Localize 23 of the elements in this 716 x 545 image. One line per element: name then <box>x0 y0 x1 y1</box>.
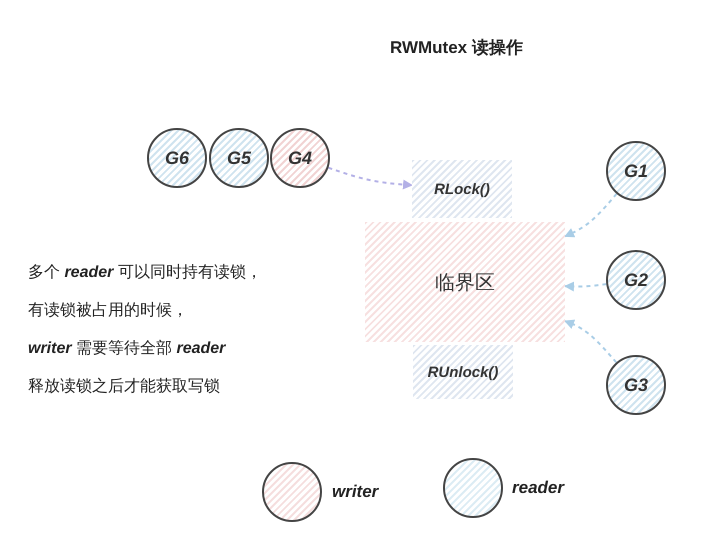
note-text: 有读锁被占用的时候， <box>28 300 188 321</box>
critical-section-box <box>365 222 565 342</box>
dashed-arrow <box>564 282 606 292</box>
dashed-arrow <box>564 193 618 238</box>
note-text: 多个 reader 可以同时持有读锁， <box>28 262 262 283</box>
node-label: G1 <box>624 160 648 182</box>
legend-label: writer <box>332 482 378 502</box>
node-label: 临界区 <box>435 270 495 296</box>
dashed-arrow <box>564 320 618 364</box>
node-label: G6 <box>164 148 189 168</box>
node-label: RLock() <box>434 180 490 198</box>
legend-label: reader <box>512 478 564 498</box>
node-label: G2 <box>624 270 648 290</box>
node-label: RUnlock() <box>428 364 498 380</box>
node-label: G3 <box>624 374 648 396</box>
node-label: G5 <box>226 148 251 168</box>
note-text: 释放读锁之后才能获取写锁 <box>28 376 220 397</box>
note-text: writer 需要等待全部 reader <box>28 338 226 359</box>
dashed-arrow <box>328 166 413 190</box>
diagram-title: RWMutex 读操作 <box>390 37 523 59</box>
function-box <box>413 345 513 399</box>
function-box <box>412 160 512 218</box>
node-label: G4 <box>288 148 312 168</box>
